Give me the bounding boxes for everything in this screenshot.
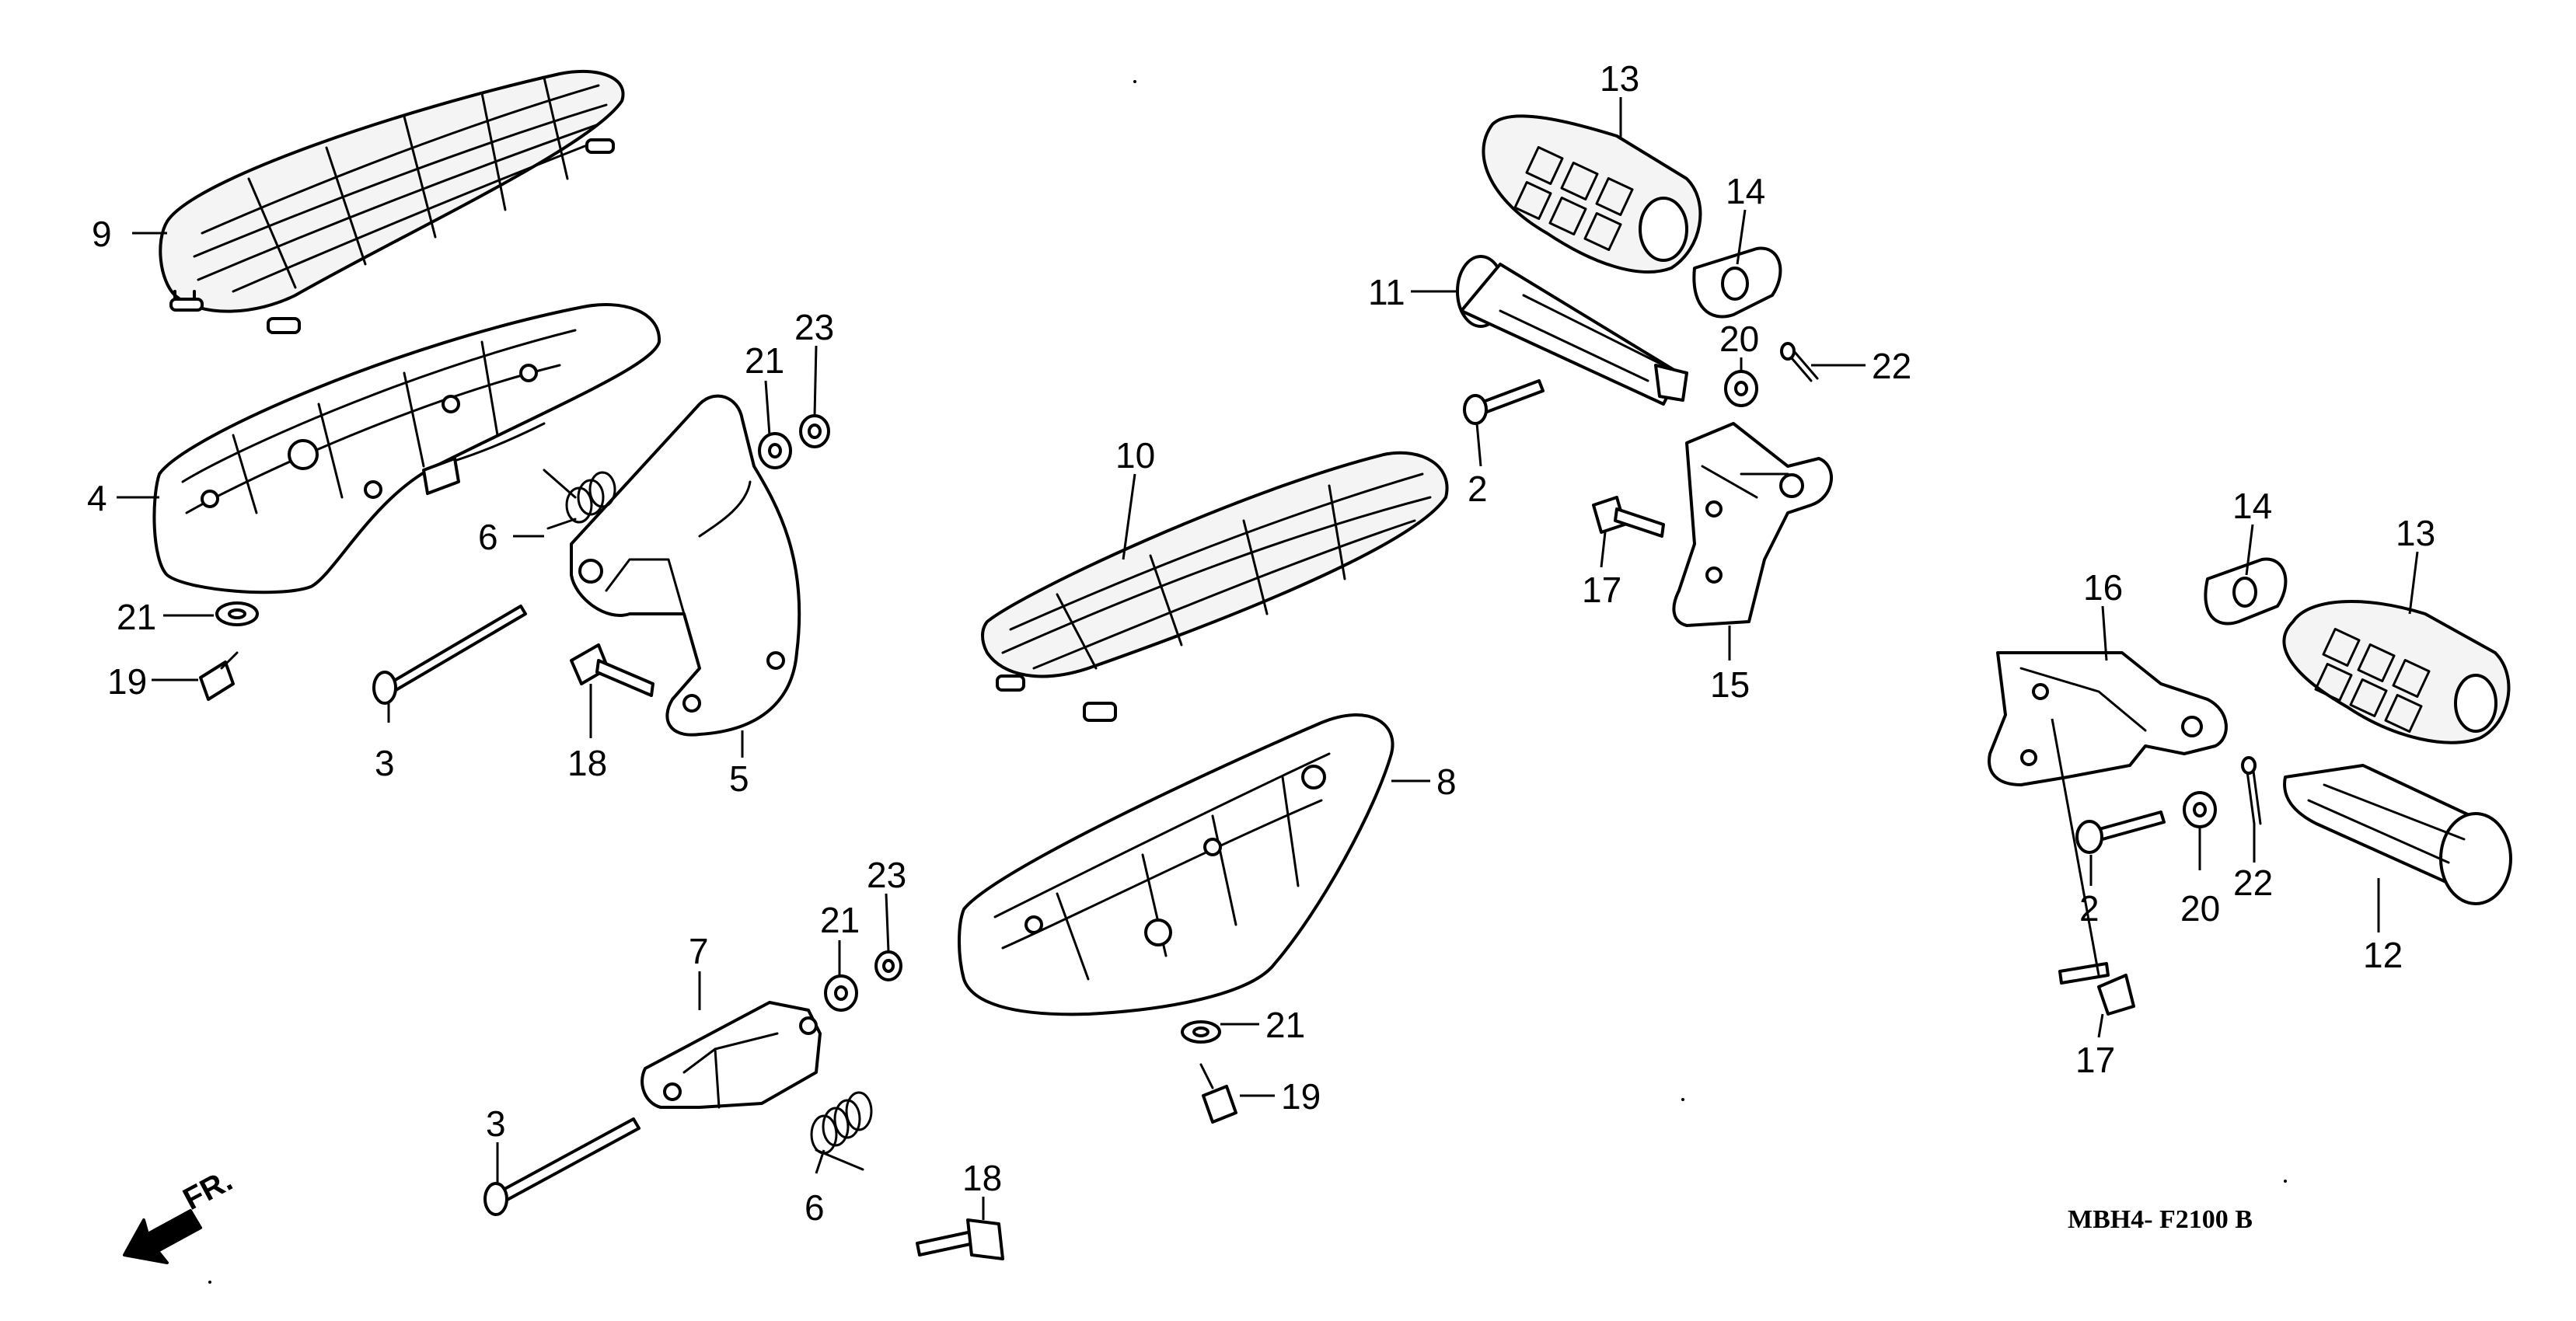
part-21-washer-c <box>824 974 858 1012</box>
part-13-footpeg-rubber <box>1482 114 1702 274</box>
callout-21b: 21 <box>745 340 784 381</box>
part-9-floorboard-rubber <box>159 70 625 334</box>
callout-3: 3 <box>375 743 395 783</box>
part-20-washer <box>1724 370 1758 407</box>
part-22-cotter-pin <box>1780 342 1819 382</box>
part-17-bolt <box>1592 496 1665 538</box>
callout-17: 17 <box>1582 570 1621 610</box>
part-6-spring <box>543 469 616 530</box>
callout-20: 20 <box>1719 319 1759 359</box>
callout-22b: 22 <box>2233 863 2273 903</box>
part-18-bolt-b <box>916 1218 1004 1260</box>
callout-2b: 2 <box>2079 888 2100 929</box>
callout-23: 23 <box>794 307 834 347</box>
part-21-washer-d <box>1181 1020 1221 1044</box>
part-2-pin-b <box>2075 810 2166 854</box>
callout-10: 10 <box>1115 435 1155 476</box>
callout-6: 6 <box>478 517 498 557</box>
callout-19: 19 <box>107 661 147 702</box>
callout-14: 14 <box>1726 171 1765 211</box>
part-12-footpeg <box>2283 764 2512 905</box>
callout-12: 12 <box>2363 935 2403 975</box>
callout-4: 4 <box>87 478 107 518</box>
part-21-washer-b <box>758 432 792 469</box>
callout-labels: 9 4 21 19 3 6 18 5 21 23 10 8 7 21 23 3 … <box>87 58 2435 1228</box>
leader-lines <box>117 97 2419 1220</box>
callout-5: 5 <box>729 758 749 799</box>
part-8-floorboard-frame <box>958 713 1394 1016</box>
part-3-pin <box>372 605 527 705</box>
part-14-plate-b <box>2204 557 2288 626</box>
part-23-washer-b <box>874 950 902 981</box>
callout-11: 11 <box>1368 272 1405 312</box>
callout-17b: 17 <box>2075 1040 2115 1080</box>
callout-3b: 3 <box>486 1103 506 1144</box>
callout-21: 21 <box>117 597 156 637</box>
callout-18b: 18 <box>962 1158 1002 1198</box>
callout-18: 18 <box>567 743 607 783</box>
front-direction-indicator: FR. <box>123 1163 239 1264</box>
part-3-pin-b <box>483 1117 641 1216</box>
part-10-floorboard-rubber <box>981 451 1449 722</box>
part-19-bolt <box>199 651 239 701</box>
part-21-washer <box>215 601 259 626</box>
callout-13b: 13 <box>2396 513 2435 553</box>
part-16-bracket <box>1988 651 2228 786</box>
part-19-bolt-b <box>1199 1063 1237 1124</box>
part-17-bolt-b <box>2058 962 2135 1016</box>
diagram-code: MBH4- F2100 B <box>2068 1205 2253 1234</box>
part-13-footpeg-rubber-b <box>2282 599 2511 744</box>
callout-22: 22 <box>1872 346 1911 386</box>
part-15-bracket <box>1672 422 1833 627</box>
part-4-floorboard-frame <box>152 303 661 594</box>
arrow-down-left-icon <box>123 1209 202 1264</box>
part-20-washer-b <box>2183 791 2217 828</box>
callout-20b: 20 <box>2180 888 2220 929</box>
part-11-footpeg <box>1456 255 1688 406</box>
callout-13: 13 <box>1600 58 1639 99</box>
callout-16: 16 <box>2083 567 2123 608</box>
callout-21c: 21 <box>820 900 860 940</box>
part-14-plate <box>1692 246 1782 319</box>
callout-8: 8 <box>1436 762 1457 802</box>
callout-2: 2 <box>1468 469 1488 509</box>
part-7-bracket <box>641 1001 822 1109</box>
part-23-washer <box>799 414 830 448</box>
callout-7: 7 <box>689 931 709 971</box>
callout-15: 15 <box>1710 664 1750 705</box>
callout-14b: 14 <box>2232 486 2272 526</box>
part-2-pin <box>1463 379 1545 425</box>
callout-9: 9 <box>92 214 112 254</box>
part-5-bracket <box>570 394 801 737</box>
callout-19b: 19 <box>1281 1076 1321 1117</box>
part-18-bolt <box>570 643 654 697</box>
callout-6b: 6 <box>805 1187 825 1228</box>
direction-label: FR. <box>178 1163 239 1217</box>
callout-21d: 21 <box>1265 1005 1305 1045</box>
part-22-cotter-pin-b <box>2241 756 2262 825</box>
callout-23b: 23 <box>867 855 906 895</box>
